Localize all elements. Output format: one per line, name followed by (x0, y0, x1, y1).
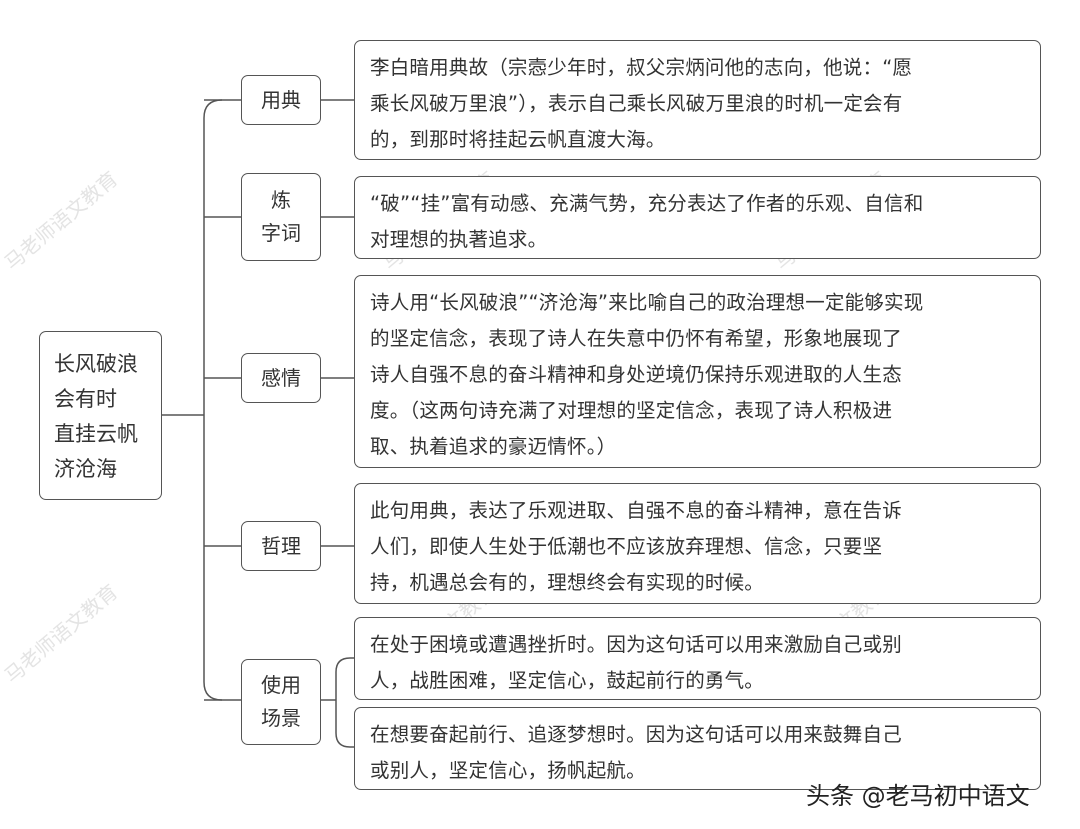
content-line: 乘长风破万里浪”），表示自己乘长风破万里浪的时机一定会有 (370, 92, 903, 115)
source-credit: 头条 @老马初中语文 (806, 782, 1030, 810)
root-node[interactable]: 长风破浪 会有时 直挂云帆 济沧海 (39, 331, 162, 500)
root-line: 会有时 (54, 387, 117, 411)
category-label: 感情 (261, 365, 301, 390)
content-shiyong-1[interactable]: 在处于困境或遭遇挫折时。因为这句话可以用来激励自己或别 人，战胜困难，坚定信心，… (354, 617, 1041, 700)
content-ganqing[interactable]: 诗人用“长风破浪”“济沧海”来比喻自己的政治理想一定能够实现 的坚定信念，表现了… (354, 275, 1041, 468)
category-yongdian[interactable]: 用典 (241, 75, 321, 125)
category-ganqing[interactable]: 感情 (241, 353, 321, 403)
content-line: 持，机遇总会有的，理想终会有实现的时候。 (370, 571, 765, 594)
root-line: 直挂云帆 (54, 422, 138, 446)
content-line: 度。（这两句诗充满了对理想的坚定信念，表现了诗人积极进 (370, 399, 893, 422)
category-label: 使用 (261, 673, 301, 697)
content-line: 的坚定信念，表现了诗人在失意中仍怀有希望，形象地展现了 (370, 327, 902, 350)
category-zheli[interactable]: 哲理 (241, 521, 321, 571)
content-line: 对理想的执著追求。 (370, 228, 548, 251)
category-label: 场景 (261, 706, 301, 730)
split-shiyong (335, 657, 351, 748)
category-label: 字词 (261, 221, 301, 245)
content-line: 人，战胜困难，坚定信心，鼓起前行的勇气。 (370, 669, 765, 692)
content-line: 此句用典，表达了乐观进取、自强不息的奋斗精神，意在告诉 (370, 499, 902, 522)
category-shiyong[interactable]: 使用 场景 (241, 659, 321, 745)
content-line: 诗人用“长风破浪”“济沧海”来比喻自己的政治理想一定能够实现 (370, 291, 924, 314)
content-line: 人们，即使人生处于低潮也不应该放弃理想、信念，只要坚 (370, 535, 883, 558)
content-yongdian[interactable]: 李白暗用典故（宗悫少年时，叔父宗炳问他的志向，他说：“愿 乘长风破万里浪”），表… (354, 40, 1041, 160)
trunk-line (203, 99, 223, 701)
content-line: 在处于困境或遭遇挫折时。因为这句话可以用来激励自己或别 (370, 633, 902, 656)
content-zheli[interactable]: 此句用典，表达了乐观进取、自强不息的奋斗精神，意在告诉 人们，即使人生处于低潮也… (354, 483, 1041, 604)
content-line: 的，到那时将挂起云帆直渡大海。 (370, 128, 666, 151)
category-label: 哲理 (261, 533, 301, 558)
content-line: 或别人，坚定信心，扬帆起航。 (370, 759, 646, 782)
root-line: 长风破浪 (54, 352, 138, 376)
root-line: 济沧海 (54, 457, 117, 481)
content-line: 李白暗用典故（宗悫少年时，叔父宗炳问他的志向，他说：“愿 (370, 56, 913, 79)
category-lianzici[interactable]: 炼 字词 (241, 173, 321, 261)
content-line: 在想要奋起前行、追逐梦想时。因为这句话可以用来鼓舞自己 (370, 723, 902, 746)
content-shiyong-2[interactable]: 在想要奋起前行、追逐梦想时。因为这句话可以用来鼓舞自己 或别人，坚定信心，扬帆起… (354, 707, 1041, 790)
category-label: 用典 (261, 87, 301, 112)
content-lianzici[interactable]: “破”“挂”富有动感、充满气势，充分表达了作者的乐观、自信和 对理想的执著追求。 (354, 176, 1041, 259)
category-label: 炼 (271, 188, 291, 212)
content-line: “破”“挂”富有动感、充满气势，充分表达了作者的乐观、自信和 (370, 192, 924, 215)
content-line: 诗人自强不息的奋斗精神和身处逆境仍保持乐观进取的人生态 (370, 363, 902, 386)
content-line: 取、执着追求的豪迈情怀。） (370, 435, 617, 458)
